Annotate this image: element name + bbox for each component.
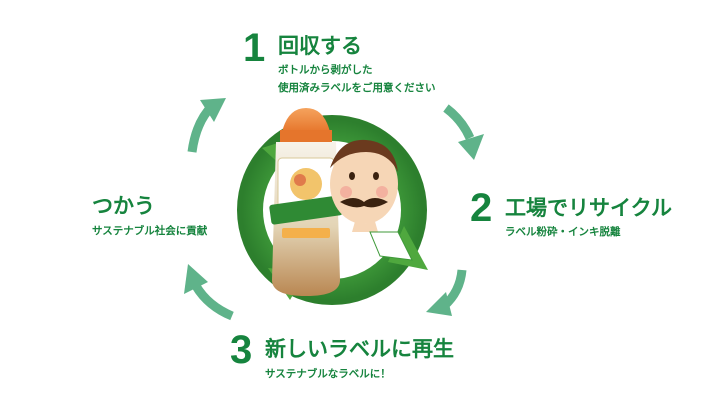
step-desc-line: サステナブルなラベルに！: [265, 368, 391, 380]
arrow-bottom-right-icon: [426, 269, 467, 316]
step-title: 回収する: [278, 34, 362, 58]
arrow-bottom-left-icon: [184, 264, 234, 321]
step-desc-line: ボトルから剥がした: [278, 64, 373, 76]
step-title: 工場でリサイクル: [505, 196, 672, 220]
step-number: 2: [470, 186, 493, 230]
step-title: つかう: [92, 194, 155, 218]
step-desc-line: 使用済みラベルをご用意ください: [278, 82, 436, 94]
dressing-bottle-icon: [269, 108, 343, 296]
chef-character-icon: [330, 139, 413, 261]
arrow-top-right-icon: [443, 104, 484, 160]
step-number: 1: [243, 26, 266, 70]
step-number: 3: [230, 328, 253, 372]
step-desc-line: サステナブル社会に貢献: [92, 225, 208, 237]
step-title: 新しいラベルに再生: [265, 337, 454, 361]
step-desc-line: ラベル粉砕・インキ脱離: [505, 226, 621, 238]
arrow-top-left-icon: [187, 98, 226, 153]
